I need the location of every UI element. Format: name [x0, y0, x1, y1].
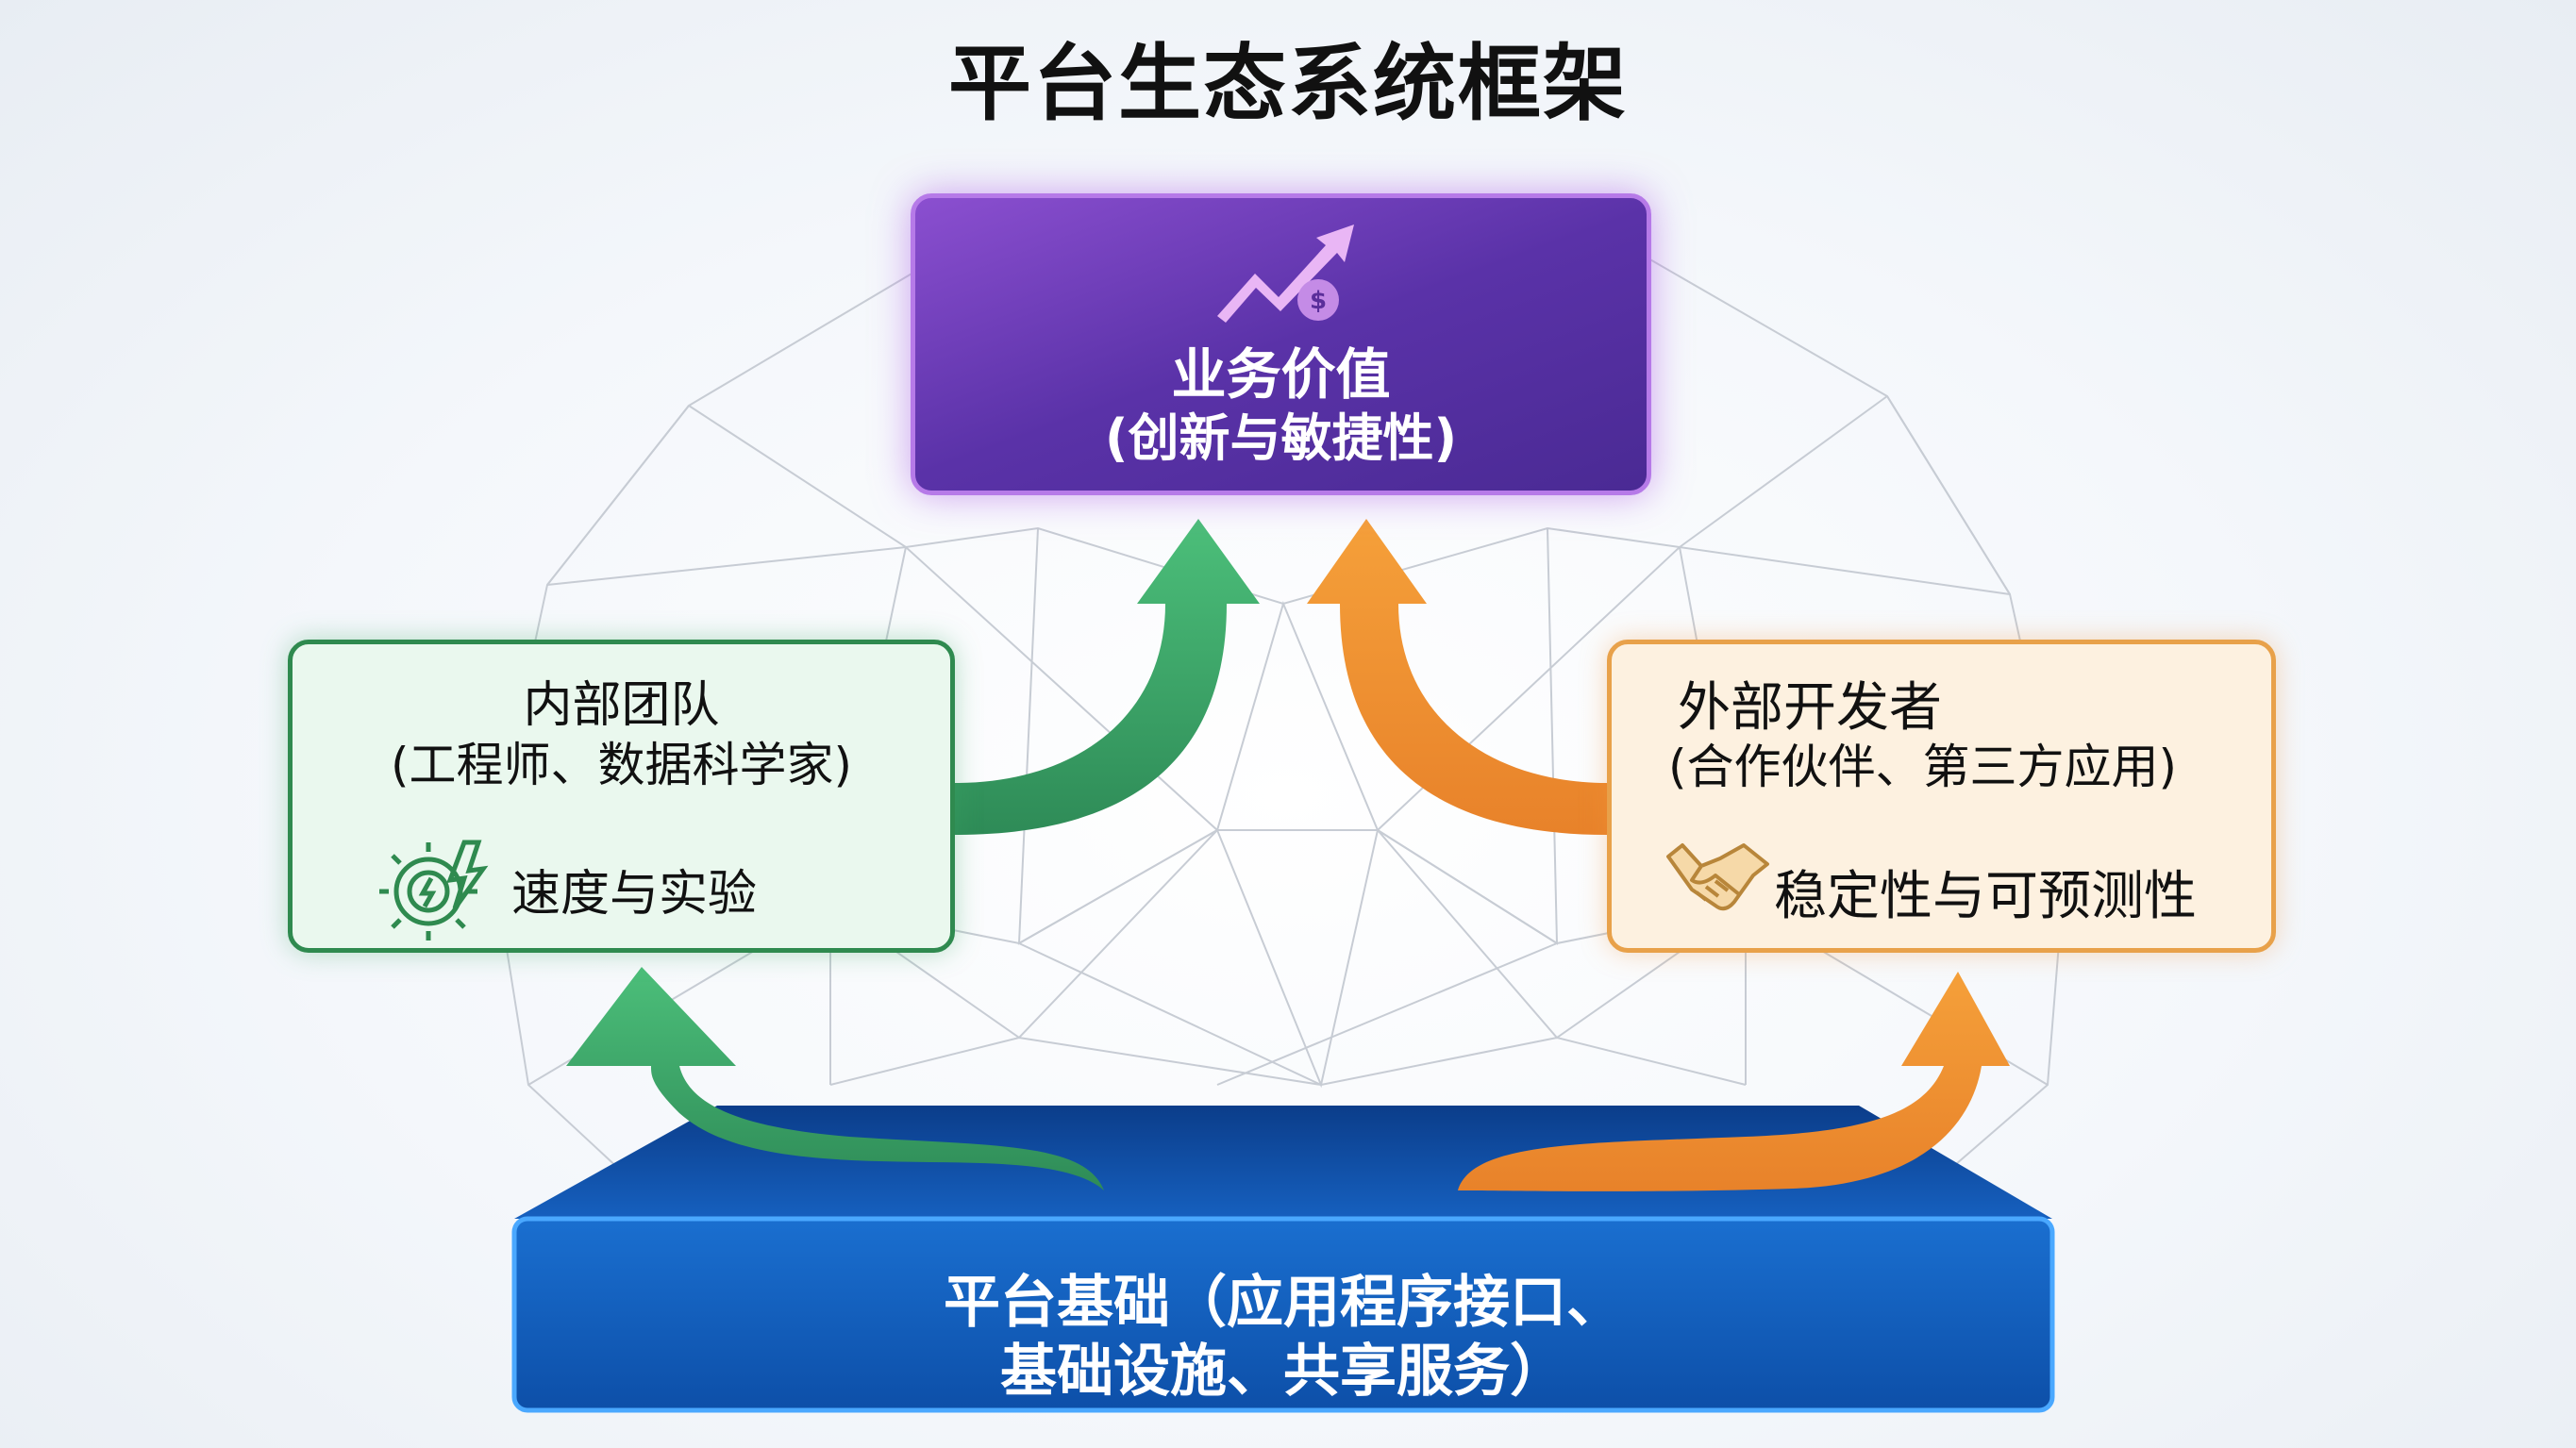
page-title: 平台生态系统框架	[947, 35, 1628, 132]
external-developers-title: 外部开发者	[1678, 677, 1942, 739]
platform-label-line2: 基础设施、共享服务）	[1000, 1339, 1566, 1405]
arrow-internal-to-business	[955, 519, 1260, 835]
handshake-icon	[1666, 843, 1769, 911]
internal-teams-title: 内部团队	[523, 677, 720, 734]
platform-label-line1: 平台基础（应用程序接口、	[944, 1270, 1623, 1336]
arrow-platform-to-external	[1458, 972, 2010, 1191]
internal-teams-benefit: 速度与实验	[511, 866, 758, 923]
external-developers-subtitle: (合作伙伴、第三方应用)	[1668, 740, 2178, 794]
arrow-platform-to-internal	[566, 967, 1104, 1190]
svg-text:$: $	[1310, 287, 1327, 315]
arrow-external-to-business	[1307, 519, 1607, 835]
business-value-box: $ 业务价值 (创新与敏捷性)	[911, 193, 1651, 495]
external-developers-box: 外部开发者 (合作伙伴、第三方应用) 稳定性与可预测性	[1607, 640, 2276, 953]
business-value-subtitle: (创新与敏捷性)	[1104, 408, 1458, 468]
internal-teams-box: 内部团队 (工程师、数据科学家) 速度与实验	[288, 640, 955, 953]
growth-chart-dollar-icon: $	[1217, 225, 1354, 323]
internal-teams-subtitle: (工程师、数据科学家)	[390, 738, 852, 792]
external-developers-benefit: 稳定性与可预测性	[1774, 866, 2197, 927]
gear-lightning-icon	[379, 840, 489, 940]
business-value-title: 业务价值	[1171, 342, 1391, 407]
